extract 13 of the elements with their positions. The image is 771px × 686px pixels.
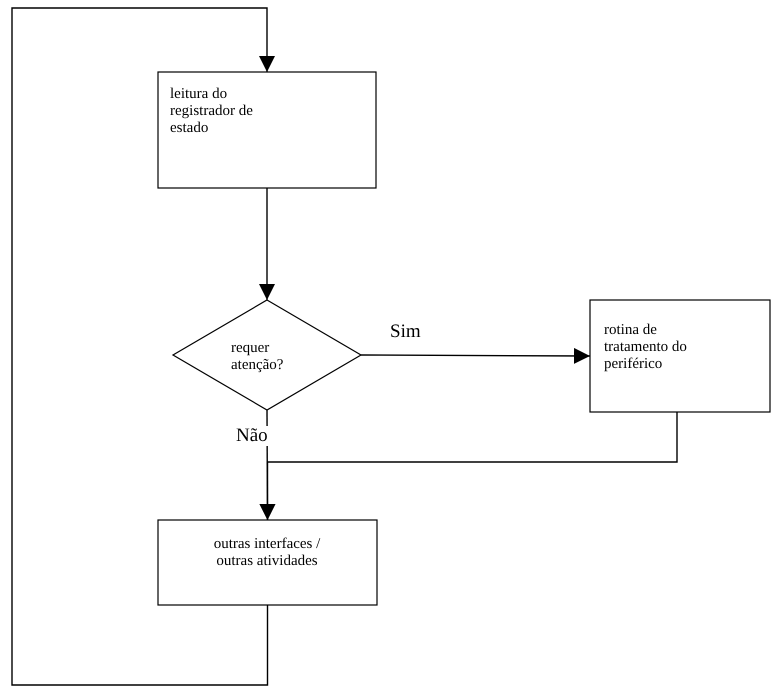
edge-label: Não xyxy=(234,426,270,446)
process-box xyxy=(157,519,378,606)
node-label: leitura do registrador de estado xyxy=(170,86,254,137)
arrow xyxy=(259,188,275,300)
node-label: outras interfaces / outras atividades xyxy=(212,536,322,570)
node-label: requer atenção? xyxy=(231,340,284,374)
process-box xyxy=(157,71,377,189)
node-label: rotina de tratamento do periférico xyxy=(604,322,688,373)
decision-diamond xyxy=(172,299,362,411)
arrow xyxy=(11,7,275,686)
arrow xyxy=(361,348,590,364)
process-box xyxy=(589,299,771,413)
arrow xyxy=(260,412,678,520)
